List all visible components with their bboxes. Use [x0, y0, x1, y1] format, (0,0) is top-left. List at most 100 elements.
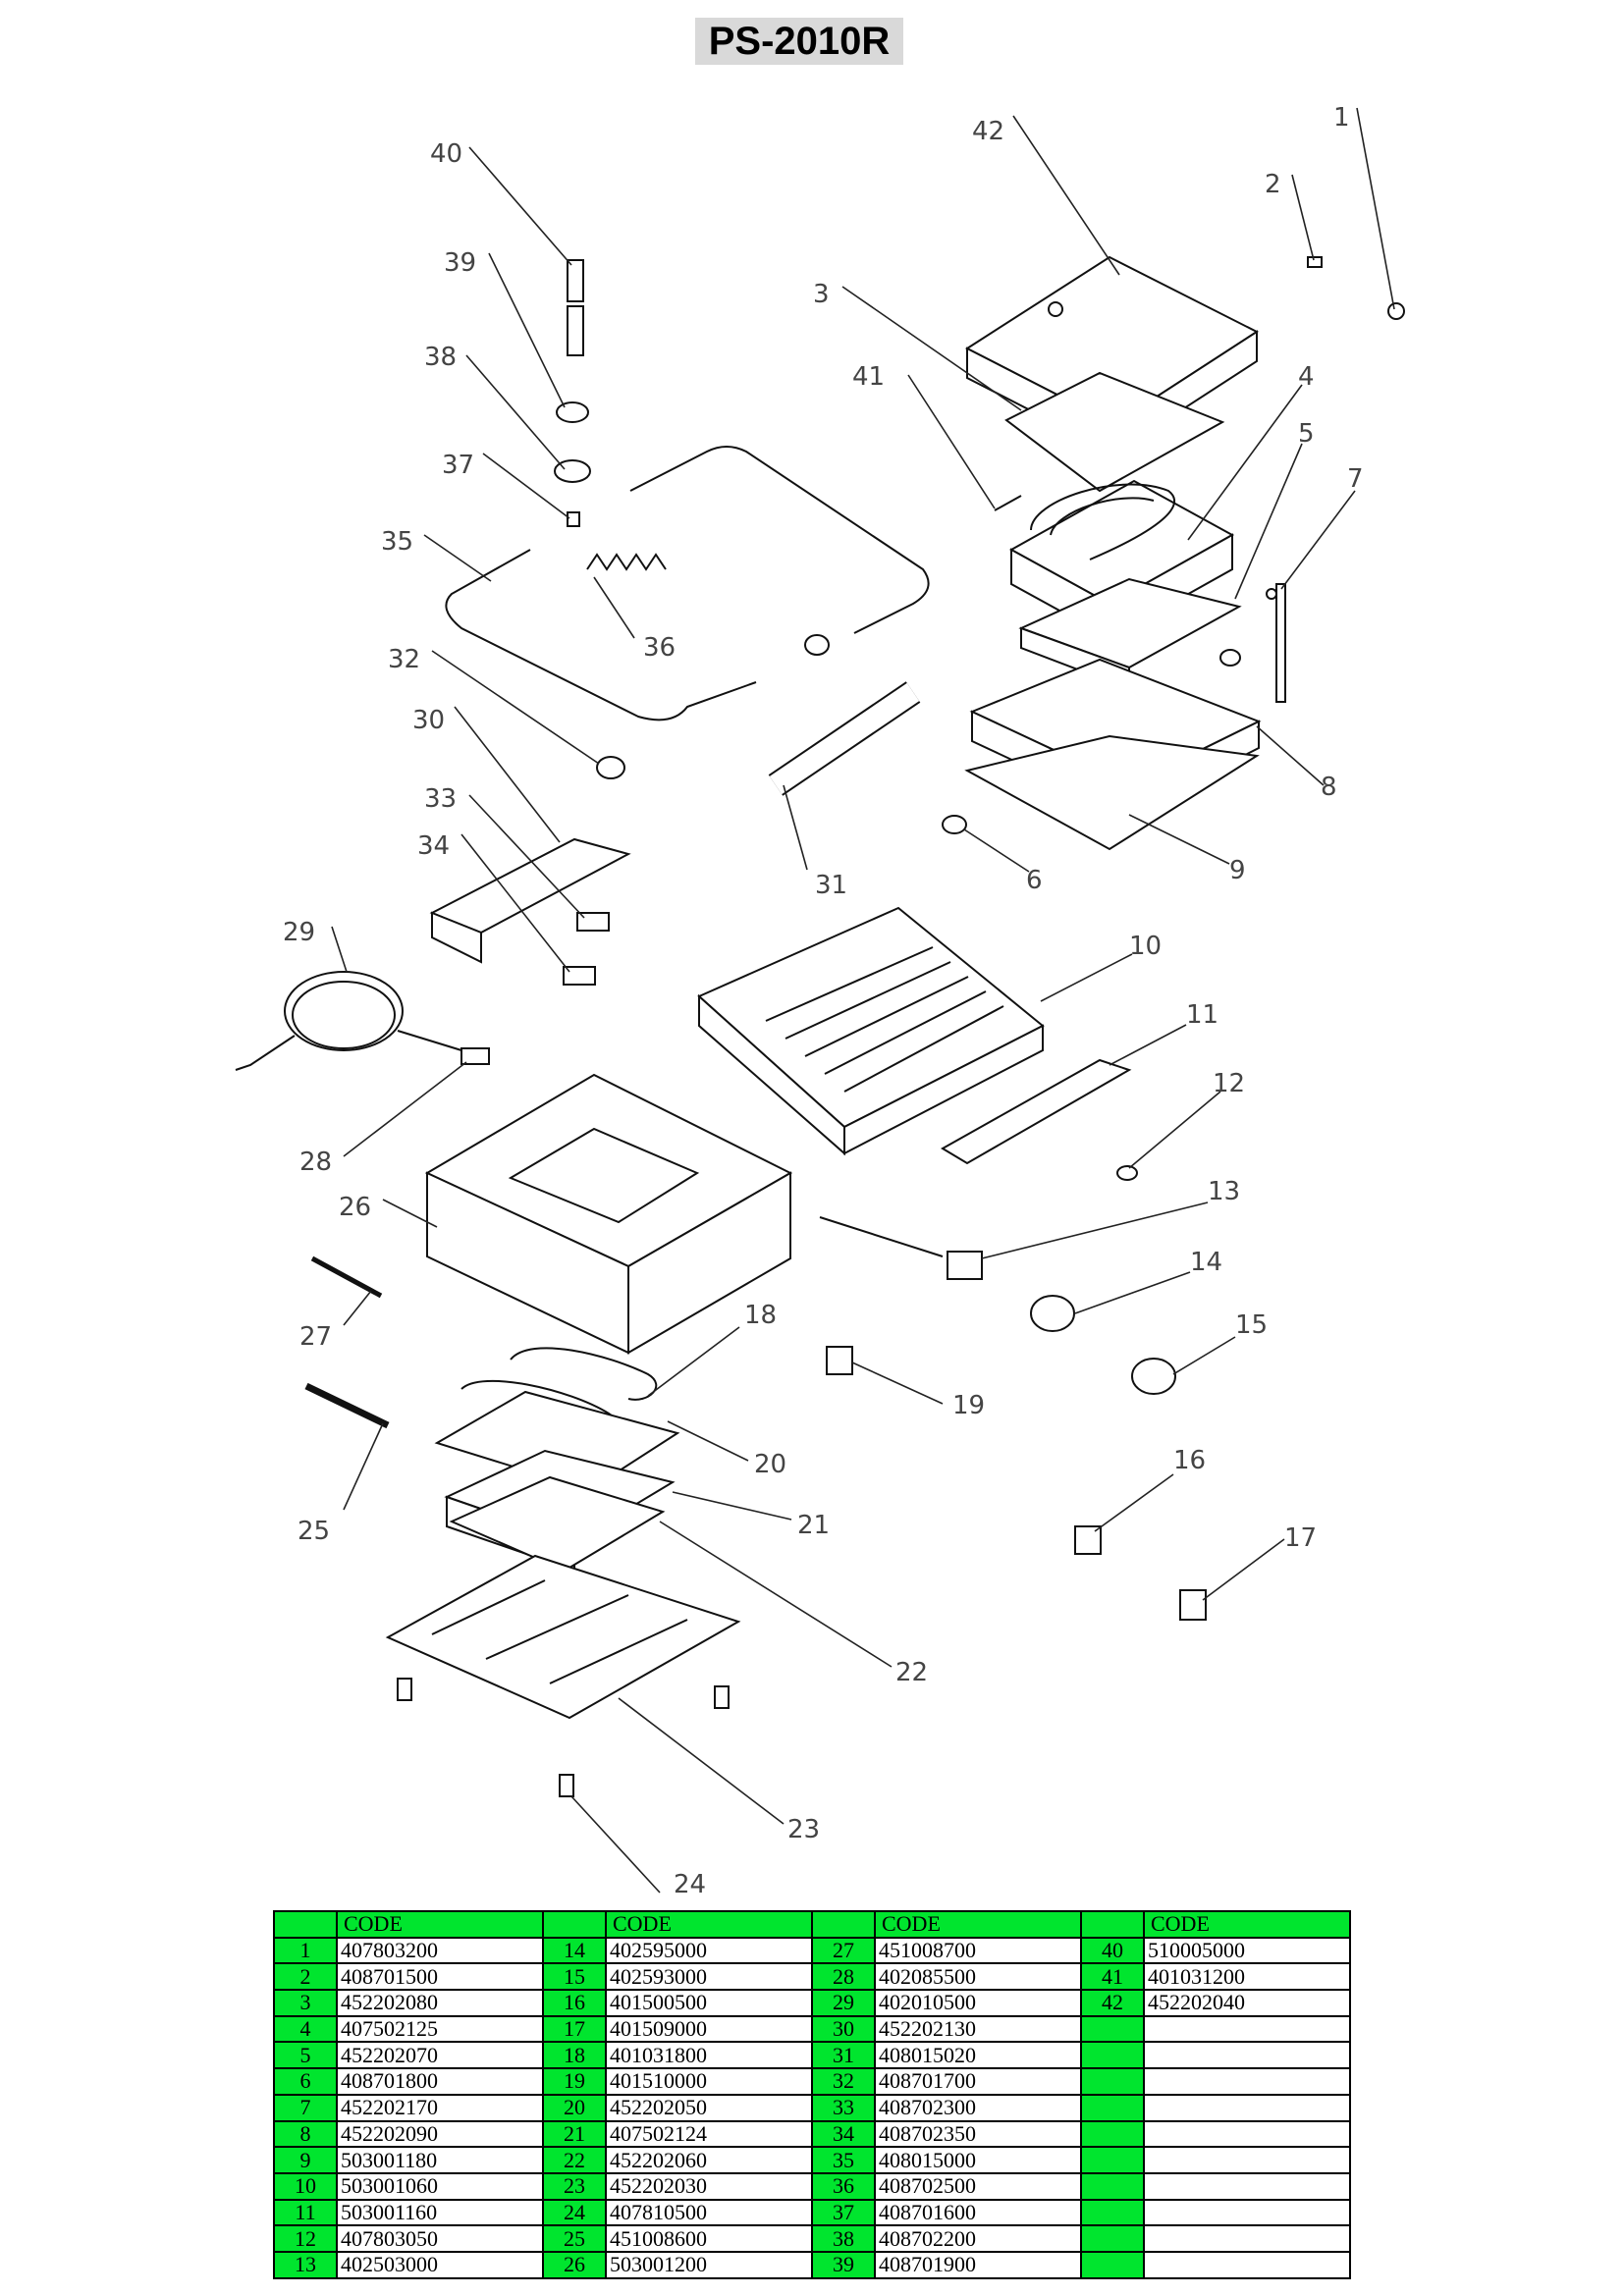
part-code-cell: 452202030 — [605, 2171, 813, 2201]
part-code-cell: 401031800 — [605, 2041, 813, 2070]
part-code-cell: 402503000 — [336, 2250, 544, 2279]
part-number-cell: 35 — [811, 2146, 876, 2174]
part-number-cell: 16 — [542, 1989, 607, 2017]
callout-15: 15 — [1235, 1310, 1268, 1340]
part-code-cell — [1143, 2198, 1351, 2227]
callout-41: 41 — [852, 362, 885, 392]
part-number-cell: 23 — [542, 2171, 607, 2201]
part-number-cell: 30 — [811, 2014, 876, 2044]
callout-7: 7 — [1347, 464, 1364, 494]
part-code-cell: 402085500 — [874, 1962, 1082, 1992]
part-code-cell: 452202050 — [605, 2093, 813, 2122]
part-number-cell: 26 — [542, 2250, 607, 2279]
part-number-cell — [1080, 2146, 1145, 2174]
part-code-cell: 408702200 — [874, 2224, 1082, 2253]
part-number-cell: 22 — [542, 2146, 607, 2174]
part-code-cell: 503001160 — [336, 2198, 544, 2227]
part-number-cell: 2 — [273, 1962, 338, 1992]
callout-38: 38 — [424, 343, 457, 372]
callout-31: 31 — [815, 871, 847, 900]
part-code-cell: 408702300 — [874, 2093, 1082, 2122]
part-code-cell: 451008600 — [605, 2224, 813, 2253]
header-code-cell: CODE — [874, 1910, 1082, 1939]
part-number-cell: 28 — [811, 1962, 876, 1992]
leader-lines — [331, 107, 1395, 1894]
part-number-cell — [1080, 2250, 1145, 2279]
callout-2: 2 — [1265, 170, 1281, 199]
callout-16: 16 — [1173, 1446, 1206, 1475]
part-number-cell — [1080, 2067, 1145, 2096]
part-code-cell — [1143, 2250, 1351, 2279]
bottom-vents — [431, 1579, 688, 1684]
header-number-cell — [542, 1910, 607, 1939]
part-code-cell: 452202060 — [605, 2146, 813, 2174]
callout-11: 11 — [1186, 1000, 1218, 1030]
callout-5: 5 — [1298, 419, 1315, 449]
callout-25: 25 — [298, 1517, 330, 1546]
part-code-cell — [1143, 2224, 1351, 2253]
part-number-cell — [1080, 2171, 1145, 2201]
part-code-cell: 407502125 — [336, 2014, 544, 2044]
part-code-cell: 452202090 — [336, 2119, 544, 2149]
callout-26: 26 — [339, 1193, 371, 1222]
part-number-cell: 36 — [811, 2171, 876, 2201]
part-number-cell: 34 — [811, 2119, 876, 2149]
part-number-cell — [1080, 2093, 1145, 2122]
part-number-cell: 4 — [273, 2014, 338, 2044]
part-drawings — [235, 255, 1405, 1797]
part-number-cell: 12 — [273, 2224, 338, 2253]
part-code-cell — [1143, 2171, 1351, 2201]
table-header-row: CODE CODE CODE CODE — [273, 1910, 1351, 1939]
part-code-cell: 503001180 — [336, 2146, 544, 2174]
part-code-cell: 401500500 — [605, 1989, 813, 2017]
callout-29: 29 — [283, 918, 315, 947]
header-number-cell — [811, 1910, 876, 1939]
part-code-cell: 408701600 — [874, 2198, 1082, 2227]
part-number-cell: 11 — [273, 2198, 338, 2227]
part-number-cell: 27 — [811, 1936, 876, 1965]
callout-6: 6 — [1026, 866, 1043, 895]
part-code-cell — [1143, 2014, 1351, 2044]
part-number-cell: 38 — [811, 2224, 876, 2253]
part-code-cell: 452202070 — [336, 2041, 544, 2070]
part-code-cell: 407810500 — [605, 2198, 813, 2227]
header-number-cell — [1080, 1910, 1145, 1939]
part-number-cell: 15 — [542, 1962, 607, 1992]
part-number-cell: 42 — [1080, 1989, 1145, 2017]
part-code-cell: 408701800 — [336, 2067, 544, 2096]
callout-labels: 1 2 3 4 5 6 7 8 9 10 11 12 13 14 15 16 1… — [283, 103, 1364, 1895]
callout-22: 22 — [895, 1658, 928, 1687]
part-number-cell: 5 — [273, 2041, 338, 2070]
part-number-cell: 10 — [273, 2171, 338, 2201]
part-code-cell: 408702500 — [874, 2171, 1082, 2201]
part-code-cell: 451008700 — [874, 1936, 1082, 1965]
part-number-cell: 21 — [542, 2119, 607, 2149]
part-code-cell: 407502124 — [605, 2119, 813, 2149]
part-code-cell — [1143, 2067, 1351, 2096]
callout-23: 23 — [787, 1815, 820, 1844]
callout-35: 35 — [381, 527, 413, 557]
part-code-cell — [1143, 2119, 1351, 2149]
callout-33: 33 — [424, 784, 457, 814]
part-number-cell: 18 — [542, 2041, 607, 2070]
callout-40: 40 — [430, 139, 462, 169]
callout-21: 21 — [797, 1511, 830, 1540]
part-code-cell: 408701700 — [874, 2067, 1082, 2096]
callout-32: 32 — [388, 645, 420, 674]
part-number-cell: 17 — [542, 2014, 607, 2044]
part-code-cell: 402595000 — [605, 1936, 813, 1965]
callout-42: 42 — [972, 117, 1004, 146]
part-number-cell: 6 — [273, 2067, 338, 2096]
